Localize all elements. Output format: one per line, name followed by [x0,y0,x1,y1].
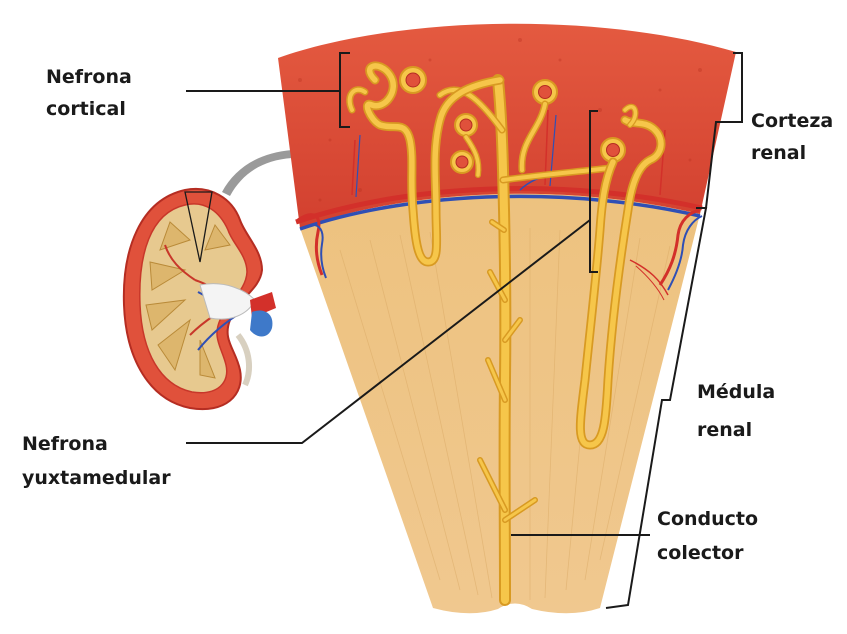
glomerulus [455,114,477,136]
label-nefrona-yuxtamedular-line1: Nefrona [22,431,108,457]
glomerulus [451,151,473,173]
glomerulus [533,80,557,104]
label-nefrona-yuxtamedular-line2: yuxtamedular [22,465,171,491]
glomerulus [400,67,426,93]
kidney-cross-section [124,189,276,409]
label-nefrona-cortical-line2: cortical [46,96,126,122]
label-nefrona-cortical-line1: Nefrona [46,64,132,90]
label-conducto-colector-line2: colector [657,540,743,566]
label-medula-renal-line1: Médula [697,379,775,405]
label-conducto-colector-line1: Conducto [657,506,758,532]
label-corteza-renal-line2: renal [751,140,806,166]
label-medula-renal-line2: renal [697,417,752,443]
label-corteza-renal-line1: Corteza [751,108,833,134]
